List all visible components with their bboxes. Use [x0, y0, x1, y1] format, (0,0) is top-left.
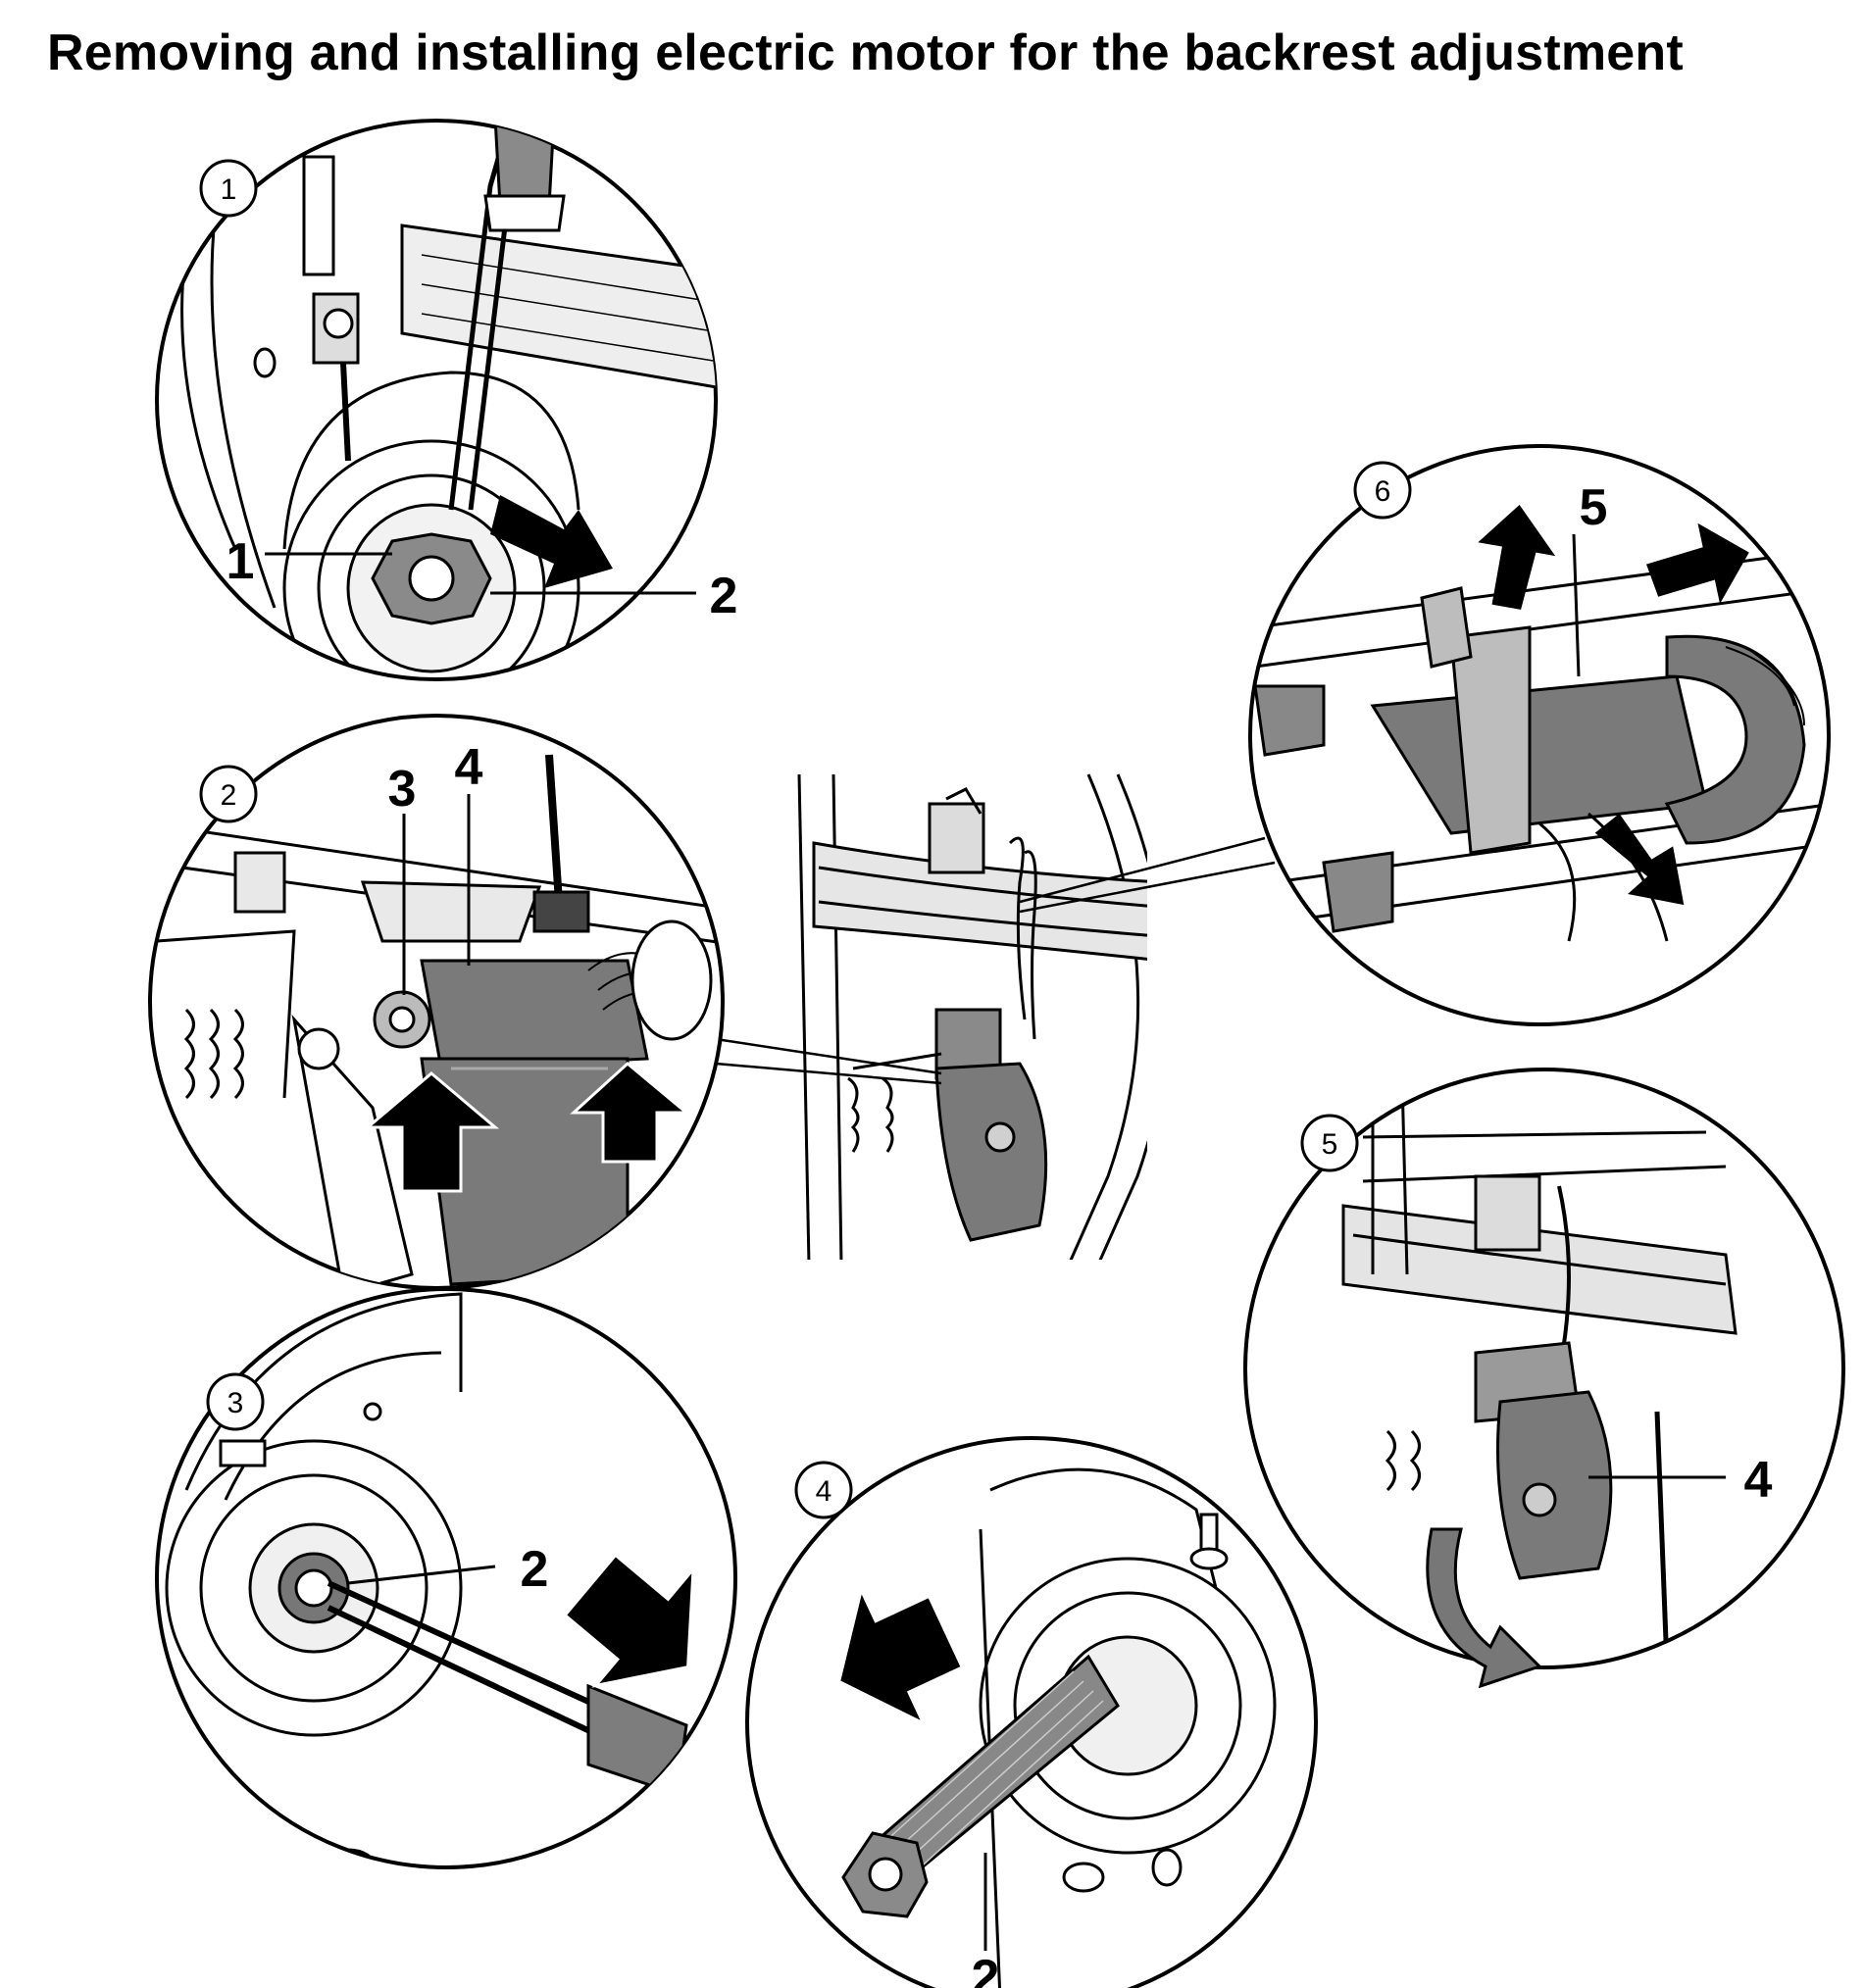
step-6-number: 6	[1375, 475, 1391, 508]
pull-arrow	[836, 1585, 965, 1727]
callout-3: 3	[388, 761, 417, 818]
lift-arrow-left	[363, 1071, 500, 1193]
lift-arrow	[1478, 504, 1556, 610]
step-2-number: 2	[221, 779, 237, 812]
step-3-detail: 3 2	[155, 1287, 737, 1869]
step-5-number: 5	[1322, 1128, 1338, 1161]
step-1-detail: 1 1 2	[155, 119, 738, 681]
callout-1: 1	[227, 533, 255, 590]
slide-arrow	[1646, 522, 1749, 604]
overview-seat-frame	[797, 773, 1147, 1260]
callout-2: 2	[972, 1950, 1000, 1988]
step-1-number: 1	[221, 174, 237, 206]
step-5-detail: 5 4	[1243, 1068, 1845, 1689]
step-4-detail: 4 2	[745, 1436, 1318, 1988]
callout-4: 4	[1744, 1452, 1773, 1509]
callout-4: 4	[455, 739, 483, 796]
move-arrow	[490, 495, 613, 588]
step-3-number: 3	[227, 1387, 244, 1419]
step-6-detail: 6 5	[1248, 444, 1831, 1026]
detail-leader-lines	[715, 836, 1276, 1085]
push-arrow	[563, 1553, 695, 1688]
lift-arrow-right	[570, 1062, 691, 1164]
callout-2: 2	[521, 1541, 549, 1598]
callout-2: 2	[710, 568, 738, 624]
page-title: Removing and installing electric motor f…	[47, 25, 1684, 81]
step-2-detail: 2 3 4	[148, 714, 725, 1290]
unplug-arrow	[1594, 814, 1685, 906]
callout-5: 5	[1580, 479, 1608, 536]
rotate-arrow	[1426, 1527, 1542, 1689]
step-4-number: 4	[816, 1475, 832, 1508]
